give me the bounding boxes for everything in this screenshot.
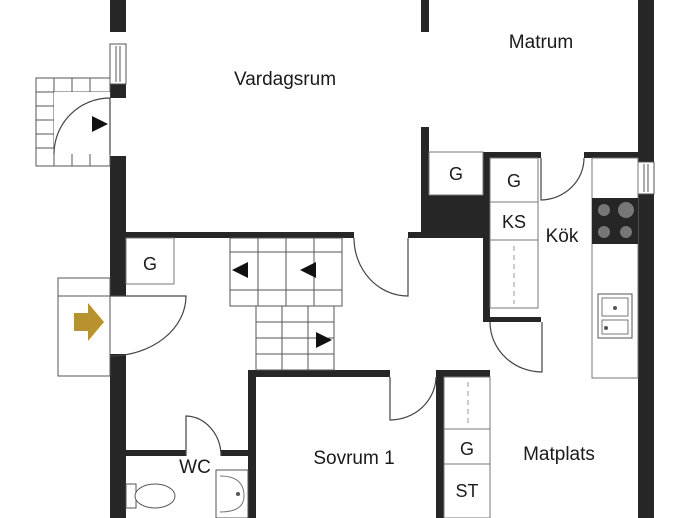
window-left (109, 43, 127, 85)
room-label-wc: WC (179, 457, 211, 478)
wall-right-top (638, 0, 654, 162)
wall-bed-top-right (436, 370, 490, 377)
doors (185, 157, 585, 457)
wall-hall-top (126, 232, 354, 238)
wall-bed-right (436, 370, 444, 518)
window-right (637, 161, 655, 195)
wall-vardag-matrum-top (421, 0, 429, 32)
stair-arrow-left-icon-2 (300, 262, 316, 278)
wall-kitchen-bottom (483, 317, 541, 322)
wall-right-bottom (638, 194, 654, 518)
door-kok-top (540, 157, 585, 201)
vardag-closet-label: G (449, 164, 463, 184)
wall-left-top (110, 0, 126, 32)
wall-hall-top-right (408, 232, 488, 238)
wall-vardag-matrum-mid (421, 127, 429, 235)
door-vardag-hall (353, 237, 409, 297)
sink (597, 293, 633, 339)
wall-kitchen-top (483, 152, 541, 158)
wc-basin (215, 469, 249, 518)
windows (109, 43, 655, 195)
outdoor-stairs-top (35, 77, 111, 167)
wall-kitchen-top-right (584, 152, 654, 158)
walls (110, 0, 654, 518)
kitchen-closet-label: G (507, 171, 521, 191)
wall-bed-left (248, 370, 256, 518)
room-label-matrum: Matrum (509, 32, 573, 53)
wall-left-lower (110, 156, 126, 296)
stair-arrow-right-icon (316, 332, 332, 348)
toilet (125, 483, 176, 509)
wall-bed-top (248, 370, 390, 377)
room-label-kok: Kök (546, 226, 579, 247)
wall-wc-top-left (126, 450, 186, 456)
door-wc (185, 415, 222, 457)
hall-closet-label: G (143, 254, 157, 274)
room-labels: Vardagsrum Matrum Kök Sovrum 1 Matplats … (179, 32, 595, 478)
fridge-freezer-label: KS (502, 212, 526, 232)
wall-chimney (421, 195, 486, 236)
wall-left-mid (110, 84, 126, 98)
entrance-arrow-icon (74, 303, 104, 341)
wall-left-bottom (110, 354, 126, 518)
indoor-stairs (229, 237, 343, 371)
door-kitchen (489, 321, 543, 373)
arrow-right-icon (92, 116, 108, 132)
wall-wc-top-right (221, 450, 256, 456)
stair-arrow-left-icon (232, 262, 248, 278)
storage-label: ST (455, 481, 478, 501)
room-label-sovrum1: Sovrum 1 (313, 448, 394, 469)
room-label-matplats: Matplats (523, 444, 595, 465)
matplats-closet-label: G (460, 439, 474, 459)
room-label-vardagsrum: Vardagsrum (234, 69, 336, 90)
entrance (57, 277, 187, 377)
door-sovrum (389, 376, 437, 421)
fixtures: G G G KS G ST (125, 151, 639, 518)
